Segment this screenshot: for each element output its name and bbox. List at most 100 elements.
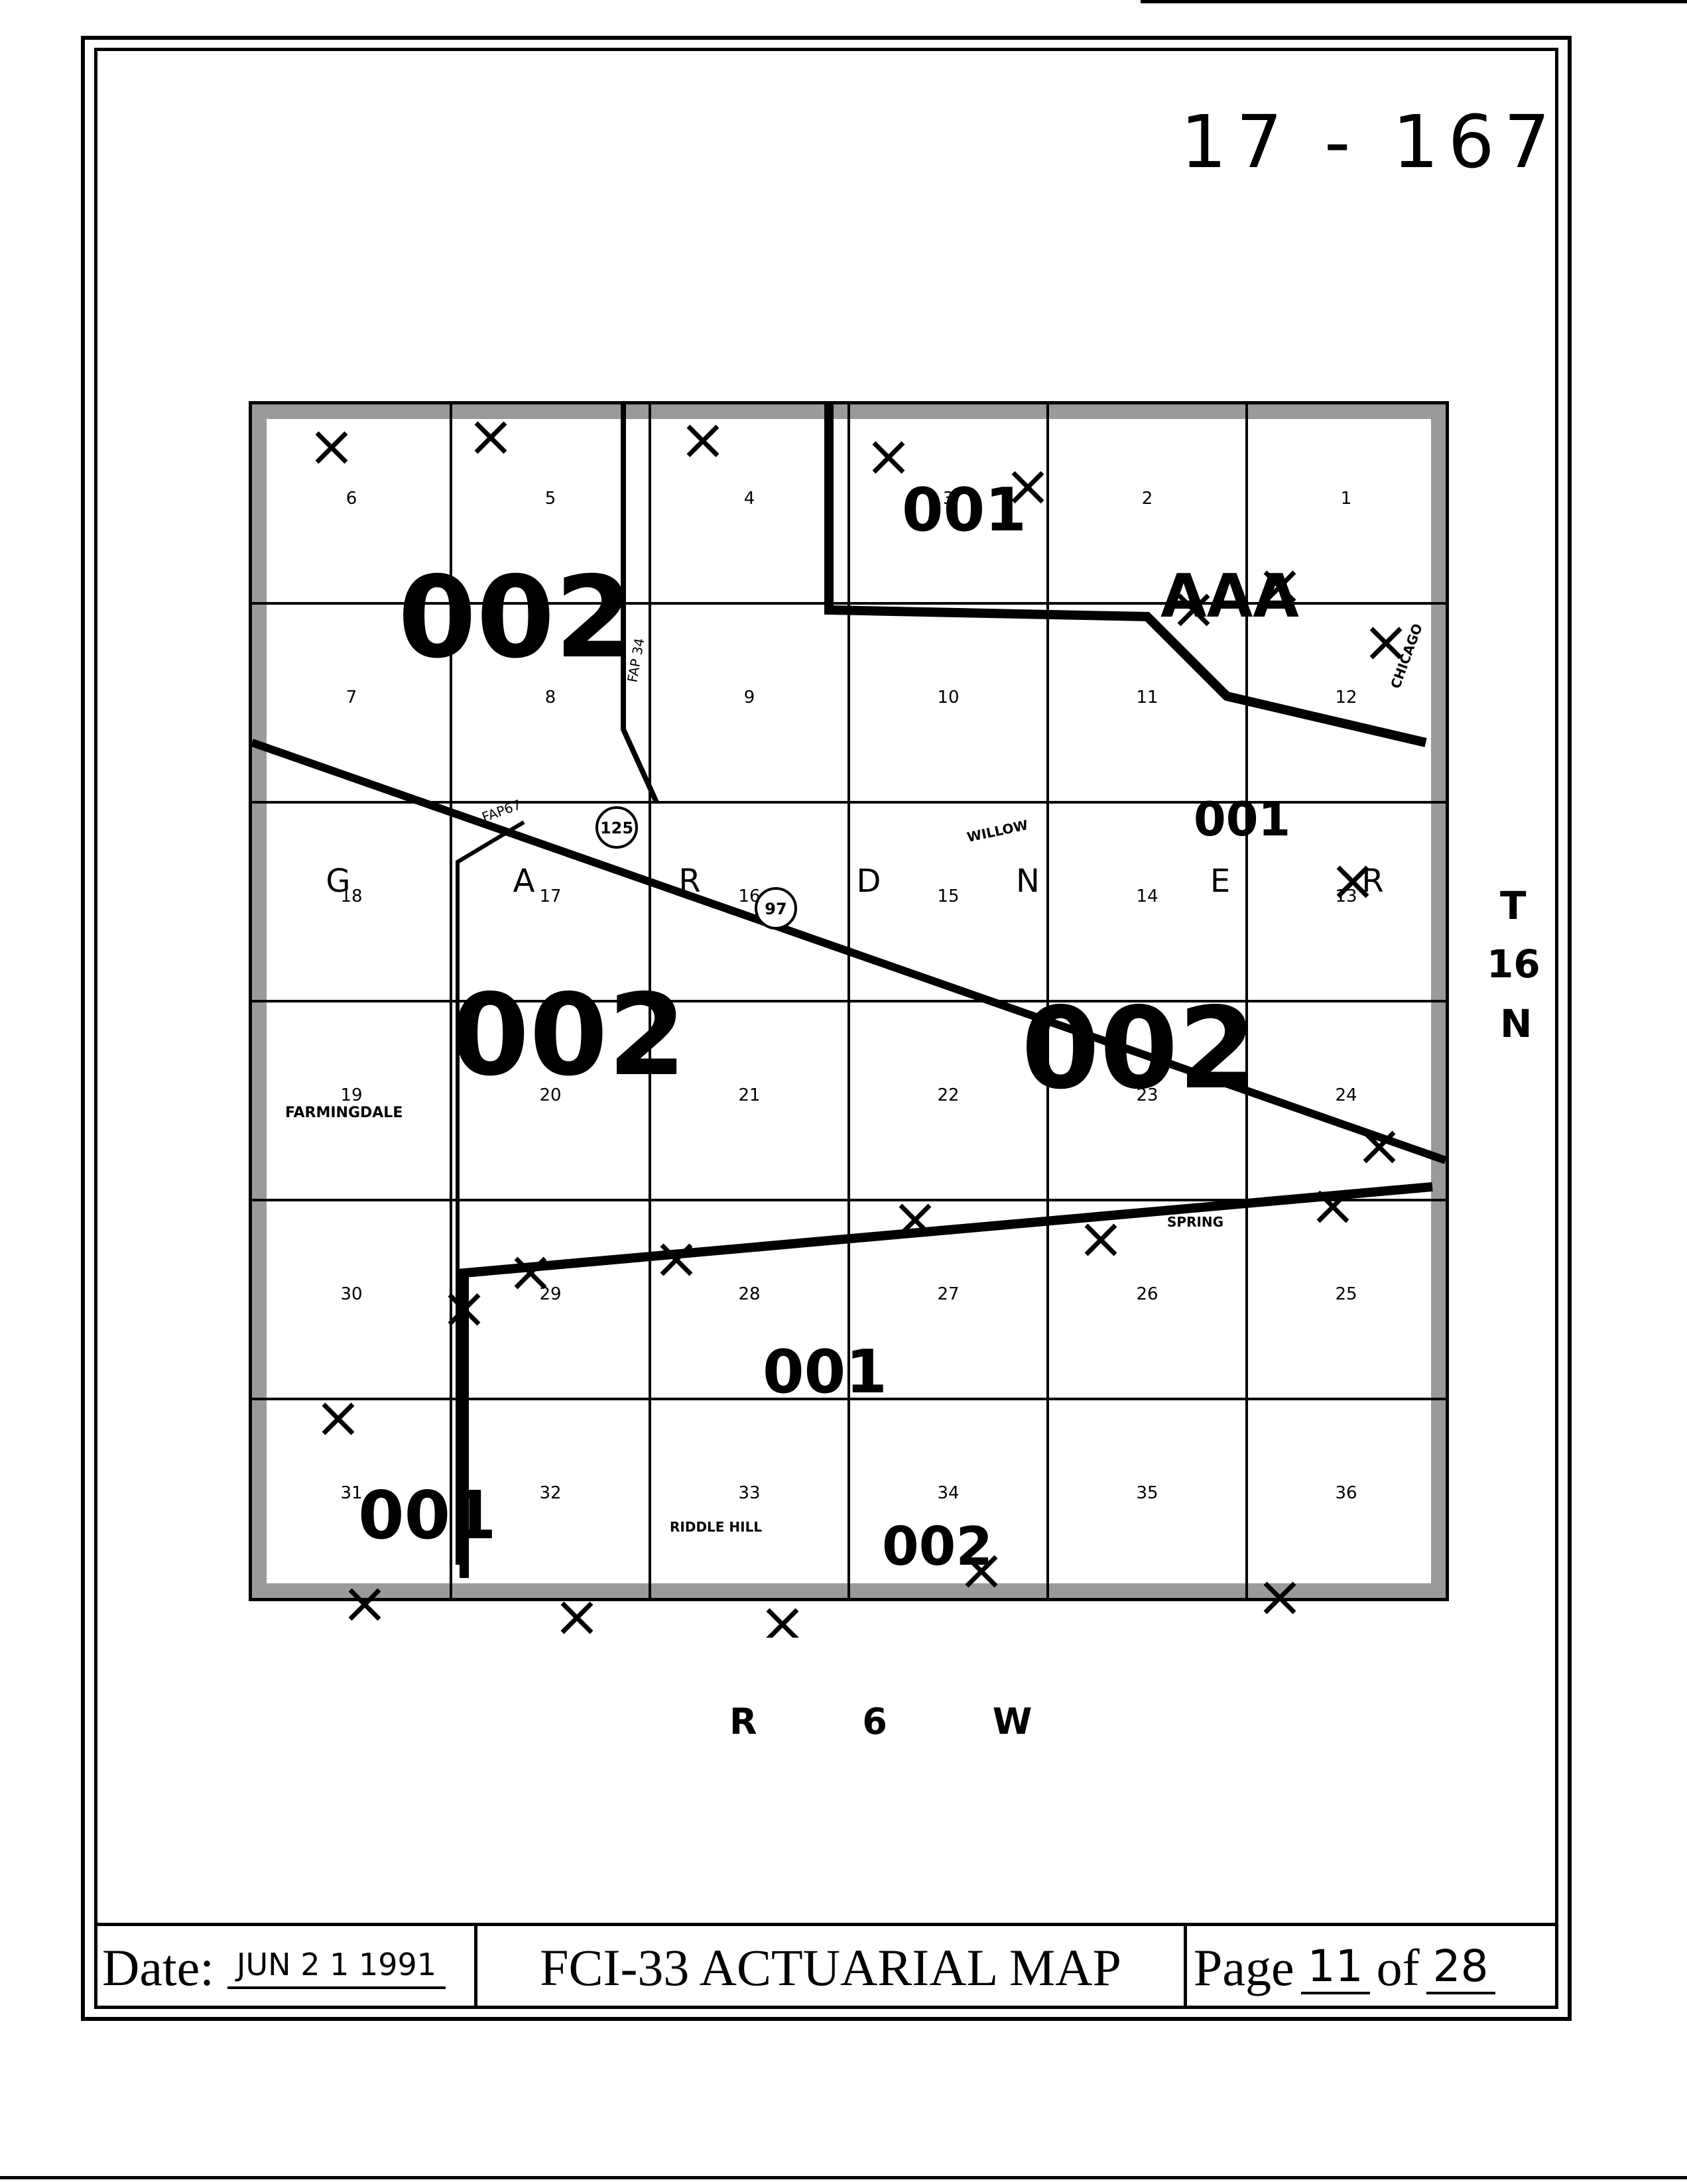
boundary-cross-mark (899, 1203, 932, 1237)
section-number: 4 (744, 489, 755, 509)
section-number: 22 (937, 1085, 959, 1105)
date-label: Date: (102, 1938, 214, 1996)
section-number: 5 (545, 489, 556, 509)
township-name-letter: G (326, 863, 350, 900)
boundary-cross-mark (1177, 593, 1210, 627)
date-stamp: JUN 2 1 1991 (227, 1947, 446, 1989)
section-number: 11 (1136, 688, 1158, 707)
boundary-cross-mark (315, 431, 348, 464)
township-letter-n: N (1500, 1001, 1532, 1046)
township-letter-t: T (1500, 883, 1527, 928)
section-number: 31 (340, 1483, 362, 1503)
section-number: 30 (340, 1284, 362, 1304)
section-number: 1 (1341, 489, 1352, 509)
zone-label: 001 (358, 1477, 497, 1554)
zone-boundary-south (460, 1182, 1433, 1578)
section-number: 26 (1136, 1284, 1158, 1304)
document-number: 17 - 167 (1180, 99, 1560, 184)
section-number: 25 (1335, 1284, 1357, 1304)
section-number: 9 (744, 688, 755, 707)
route-shield-label: 125 (600, 819, 633, 837)
township-name-letter: N (1016, 863, 1040, 900)
zone-label: 001 (763, 1337, 887, 1407)
scan-edge-top (1141, 0, 1687, 3)
section-number: 15 (937, 886, 959, 906)
zone-label: 002 (451, 970, 686, 1101)
place-riddle-hill: RIDDLE HILL (670, 1519, 762, 1535)
boundary-cross-mark (1011, 471, 1044, 504)
zone-label: 002 (398, 552, 633, 684)
section-number: 28 (738, 1284, 760, 1304)
boundary-cross-mark (1316, 1190, 1349, 1223)
zone-label: 001 (1194, 792, 1290, 847)
section-number: 27 (937, 1284, 959, 1304)
boundary-cross-mark (1336, 865, 1369, 898)
township-number: 16 (1487, 941, 1540, 987)
map-title: FCI-33 ACTUARIAL MAP (477, 1926, 1187, 2009)
section-number: 33 (738, 1483, 760, 1503)
zone-label: 001 (902, 475, 1027, 545)
place-spring: SPRING (1167, 1214, 1223, 1230)
section-number: 24 (1335, 1085, 1357, 1105)
road-fap34 (621, 404, 659, 804)
section-number: 12 (1335, 688, 1357, 707)
page-label: Page (1194, 1938, 1294, 1996)
date-cell: Date: JUN 2 1 1991 (94, 1926, 477, 2009)
section-number: 36 (1335, 1483, 1357, 1503)
township-name-letter: R (678, 863, 700, 900)
boundary-cross-mark (348, 1588, 381, 1621)
section-number: 3 (943, 489, 954, 509)
boundary-cross-mark (1263, 1581, 1296, 1614)
inner-border (94, 48, 1558, 2009)
boundary-cross-mark (514, 1256, 547, 1290)
boundary-cross-mark (686, 424, 719, 457)
scan-edge-bottom (0, 2176, 1687, 2179)
section-number: 2 (1142, 489, 1153, 509)
boundary-cross-mark (872, 441, 905, 474)
section-number: 17 (539, 886, 561, 906)
boundary-cross-mark (560, 1601, 594, 1634)
boundary-cross-mark (1084, 1223, 1117, 1256)
section-number: 14 (1136, 886, 1158, 906)
section-number: 6 (346, 489, 357, 509)
section-number: 10 (937, 688, 959, 707)
township-name-letter: E (1210, 863, 1230, 900)
section-number: 18 (340, 886, 362, 906)
route-shield (755, 887, 797, 930)
outer-border (81, 36, 1572, 2021)
section-number: 32 (539, 1483, 561, 1503)
boundary-cross-mark (448, 1293, 481, 1326)
boundary-cross-mark (1263, 570, 1296, 603)
boundary-cross-mark (474, 421, 507, 454)
township-name-letter: D (857, 863, 881, 900)
section-number: 19 (340, 1085, 362, 1105)
boundary-cross-mark (1369, 627, 1403, 660)
section-number: 23 (1136, 1085, 1158, 1105)
section-number: 8 (545, 688, 556, 707)
page-cell: Page 11 of 28 (1187, 1926, 1558, 2009)
township-name-letter: A (513, 863, 535, 900)
place-farmingdale: FARMINGDALE (285, 1105, 403, 1121)
section-number: 21 (738, 1085, 760, 1105)
road-west (456, 820, 525, 1565)
page-number: 11 (1300, 1941, 1370, 1994)
footer-bar: Date: JUN 2 1 1991 FCI-33 ACTUARIAL MAP … (94, 1923, 1558, 2009)
section-number: 34 (937, 1483, 959, 1503)
boundary-cross-mark (965, 1555, 998, 1588)
boundary-cross-mark (322, 1402, 355, 1435)
route-shield (595, 806, 638, 849)
boundary-cross-mark (766, 1608, 799, 1641)
boundary-cross-mark (660, 1243, 693, 1276)
page-total: 28 (1426, 1941, 1495, 1994)
section-number: 35 (1136, 1483, 1158, 1503)
boundary-cross-mark (1363, 1130, 1396, 1164)
range-label: R 6 W (729, 1701, 1079, 1742)
zone-boundary-north (824, 404, 1427, 747)
section-number: 20 (539, 1085, 561, 1105)
route-shield-label: 97 (765, 900, 786, 918)
section-number: 7 (346, 688, 357, 707)
of-label: of (1376, 1938, 1420, 1996)
highway-diagonal (251, 739, 1447, 1164)
